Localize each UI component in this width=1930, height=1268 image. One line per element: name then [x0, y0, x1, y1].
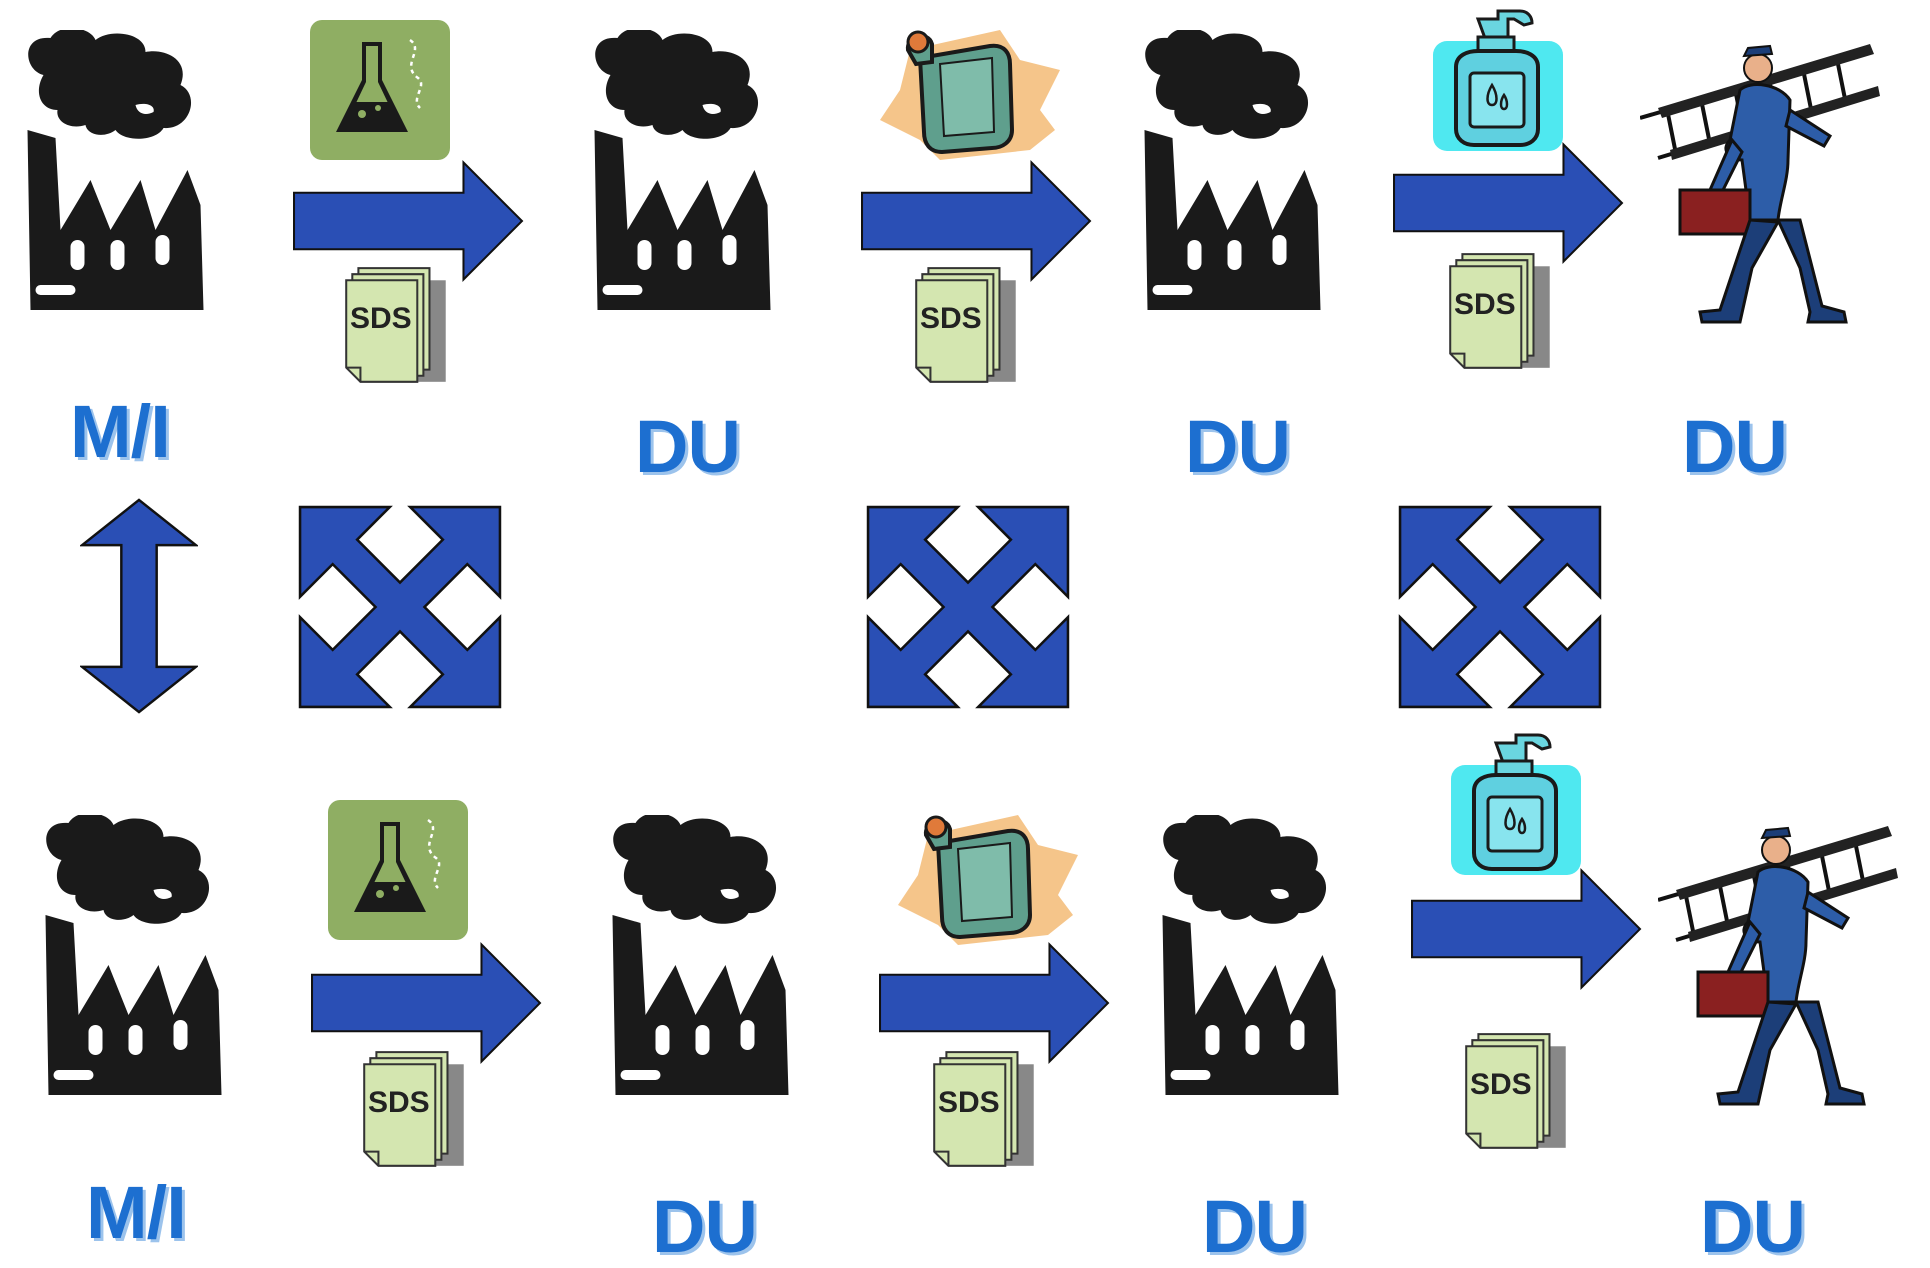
- sds-label: SDS: [368, 1086, 430, 1119]
- factory-icon: [26, 815, 241, 1105]
- worker-icon: [1640, 40, 1880, 340]
- factory-icon: [575, 30, 790, 320]
- factory-icon: [1143, 815, 1358, 1105]
- sds-label: SDS: [920, 302, 982, 335]
- factory-icon: [8, 30, 223, 320]
- sds-document-icon: SDS: [360, 1046, 472, 1178]
- factory-icon: [593, 815, 808, 1105]
- sds-document-icon: SDS: [1446, 248, 1558, 380]
- sds-document-icon: SDS: [1462, 1028, 1574, 1160]
- node-label: M/I: [86, 1176, 186, 1250]
- worker-icon: [1658, 822, 1898, 1122]
- soap-bottle-icon: [1446, 730, 1586, 880]
- jerrycan-icon: [898, 805, 1078, 955]
- four-way-arrow-icon: [866, 505, 1070, 709]
- sds-label: SDS: [1454, 288, 1516, 321]
- soap-bottle-icon: [1428, 6, 1568, 156]
- node-label: DU: [652, 1190, 757, 1264]
- sds-label: SDS: [1470, 1068, 1532, 1101]
- node-label: DU: [635, 410, 740, 484]
- right-arrow-icon: [1392, 142, 1624, 264]
- sds-document-icon: SDS: [342, 262, 454, 394]
- node-label: DU: [1202, 1190, 1307, 1264]
- double-arrow-vertical-icon: [80, 498, 198, 714]
- sds-document-icon: SDS: [912, 262, 1024, 394]
- flask-icon: [328, 800, 468, 940]
- four-way-arrow-icon: [298, 505, 502, 709]
- factory-icon: [1125, 30, 1340, 320]
- node-label: M/I: [70, 395, 170, 469]
- node-label: DU: [1682, 410, 1787, 484]
- four-way-arrow-icon: [1398, 505, 1602, 709]
- right-arrow-icon: [1410, 868, 1642, 990]
- flask-icon: [310, 20, 450, 160]
- jerrycan-icon: [880, 20, 1060, 170]
- sds-label: SDS: [350, 302, 412, 335]
- sds-label: SDS: [938, 1086, 1000, 1119]
- sds-document-icon: SDS: [930, 1046, 1042, 1178]
- node-label: DU: [1185, 410, 1290, 484]
- node-label: DU: [1700, 1190, 1805, 1264]
